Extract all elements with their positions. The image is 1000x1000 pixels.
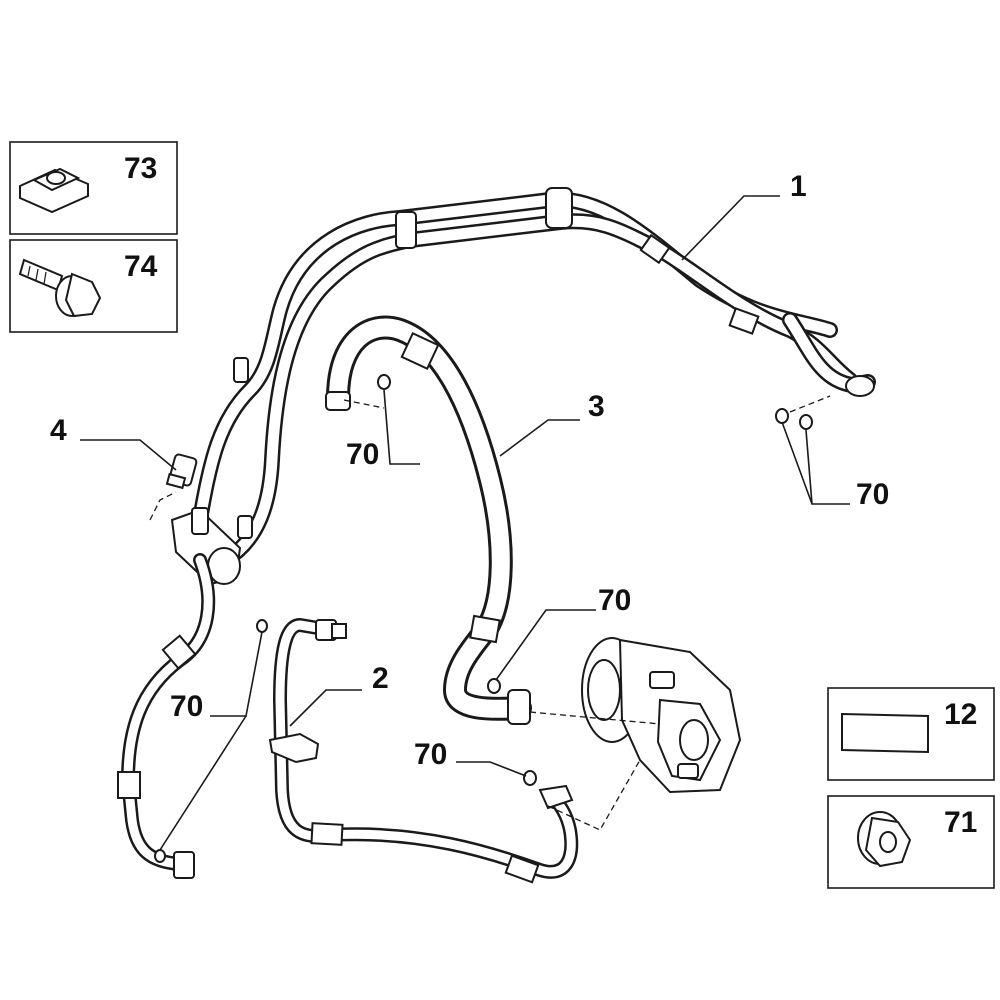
inset-pad-12: 12 [827,687,995,781]
callout-12: 12 [944,698,977,731]
callout-70-lower-mid: 70 [414,738,447,771]
flange-nut-icon [857,811,912,868]
hose-2 [268,618,579,884]
callout-4: 4 [50,414,67,447]
callout-73: 73 [124,152,157,185]
callout-71: 71 [944,806,977,839]
inset-clip-73: 73 [9,141,178,235]
o-ring-seals [154,374,813,863]
spring-clip-icon [19,167,89,214]
foam-pad-icon [841,712,929,754]
callout-70-lower-left: 70 [170,690,203,723]
callout-74: 74 [124,250,158,283]
callout-70-compressor: 70 [598,584,631,617]
callout-3: 3 [588,390,605,423]
ac-compressor [581,637,742,794]
callout-1: 1 [790,170,807,203]
inset-bolt-74: 74 [9,239,178,333]
callout-70-upper-right: 70 [856,478,889,511]
hose-lower-left [117,553,216,879]
leader-lines [80,195,850,851]
assembly-lines [149,395,831,831]
flange-bolt-icon [18,258,102,318]
hose-3 [325,315,532,725]
pressure-sensor-4 [165,453,198,490]
inset-nut-71: 71 [827,795,995,889]
callout-70-upper-mid: 70 [346,438,379,471]
hose-1 [170,187,876,586]
callout-2: 2 [372,662,389,695]
